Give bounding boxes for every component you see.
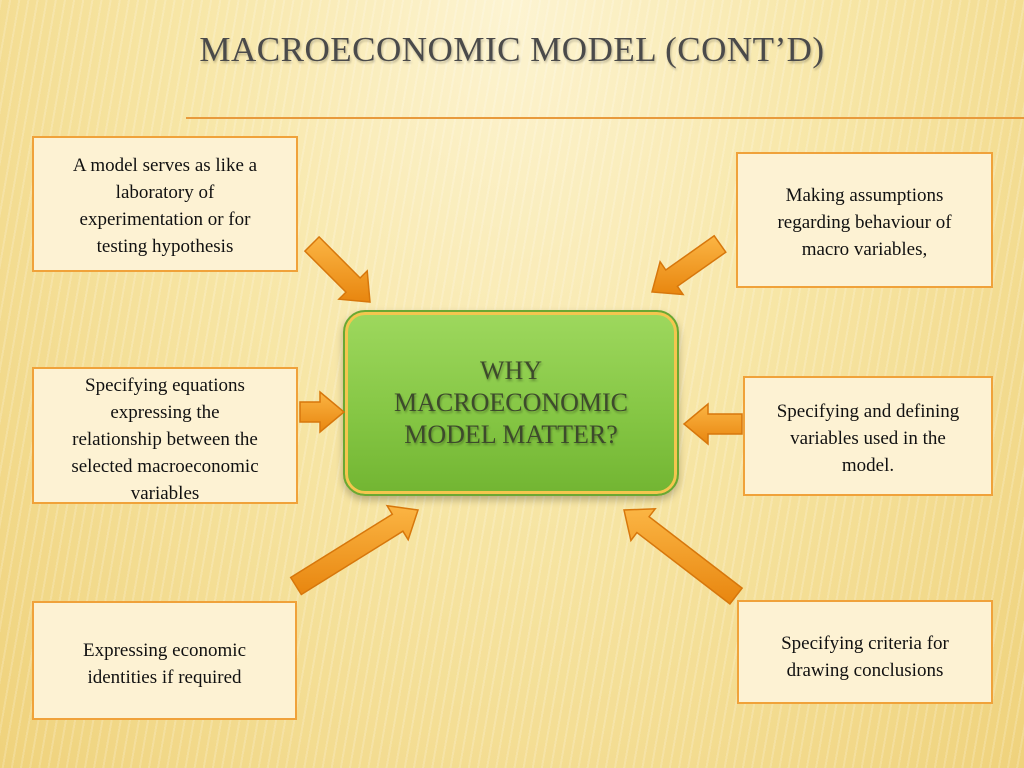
box-laboratory-text: A model serves as like a laboratory of e… xyxy=(72,155,258,257)
arrow-variables xyxy=(682,402,743,446)
arrow-laboratory xyxy=(303,235,371,303)
box-criteria-text: Specifying criteria for drawing conclusi… xyxy=(781,633,949,681)
title-divider xyxy=(186,117,1024,119)
box-identities: Expressing economic identities if requir… xyxy=(32,601,297,720)
box-equations-text: Specifying equations expressing the rela… xyxy=(71,375,259,504)
box-criteria: Specifying criteria for drawing conclusi… xyxy=(737,600,993,704)
box-variables: Specifying and defining variables used i… xyxy=(743,376,993,496)
box-equations: Specifying equations expressing the rela… xyxy=(32,367,298,504)
box-laboratory: A model serves as like a laboratory of e… xyxy=(32,136,298,272)
arrow-criteria xyxy=(623,507,744,605)
center-node: WHY MACROECONOMIC MODEL MATTER? xyxy=(343,310,679,496)
box-assumptions-text: Making assumptions regarding behaviour o… xyxy=(777,185,952,260)
arrow-equations xyxy=(299,390,346,434)
arrow-identities xyxy=(289,504,419,596)
slide-title: MACROECONOMIC MODEL (CONT’D) xyxy=(199,30,825,69)
box-identities-text: Expressing economic identities if requir… xyxy=(82,640,247,688)
arrow-assumptions xyxy=(651,234,727,296)
box-variables-text: Specifying and defining variables used i… xyxy=(776,401,960,476)
box-assumptions: Making assumptions regarding behaviour o… xyxy=(736,152,993,288)
center-node-text: WHY MACROECONOMIC MODEL MATTER? xyxy=(393,356,629,449)
